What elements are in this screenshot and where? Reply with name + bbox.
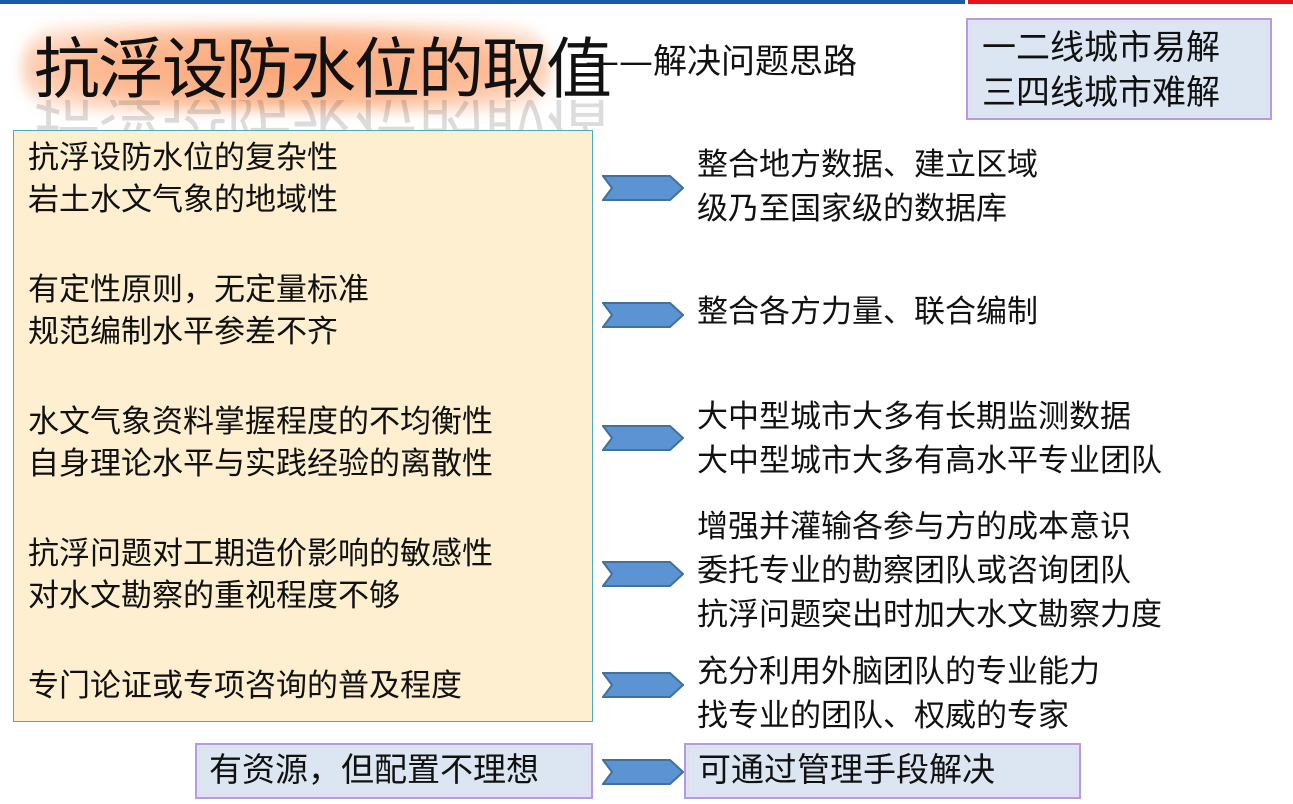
chevron-arrow-icon [602, 175, 684, 201]
issue-item: 水文气象资料掌握程度的不均衡性 自身理论水平与实践经验的离散性 [28, 401, 493, 485]
solution-line: 委托专业的勘察团队或咨询团队 [697, 553, 1131, 589]
city-note-line-2: 三四线城市难解 [982, 73, 1220, 113]
issue-line: 有定性原则，无定量标准 [28, 272, 369, 308]
city-note-line-1: 一二线城市易解 [982, 28, 1220, 68]
issues-box: 抗浮设防水位的复杂性 岩土水文气象的地域性 有定性原则，无定量标准 规范编制水平… [13, 130, 593, 722]
resource-problem-box: 有资源，但配置不理想 [195, 743, 593, 799]
resource-problem-text: 有资源，但配置不理想 [209, 750, 539, 789]
issue-item: 专门论证或专项咨询的普及程度 [28, 665, 462, 707]
top-bar-blue [0, 0, 965, 4]
issue-line: 自身理论水平与实践经验的离散性 [28, 446, 493, 482]
solution-line: 充分利用外脑团队的专业能力 [697, 654, 1100, 690]
solution-line: 大中型城市大多有长期监测数据 [697, 399, 1131, 435]
solution-line: 整合各方力量、联合编制 [697, 294, 1038, 330]
issue-line: 专门论证或专项咨询的普及程度 [28, 668, 462, 704]
solution-line: 级乃至国家级的数据库 [697, 191, 1007, 227]
solution-item: 整合各方力量、联合编制 [697, 290, 1038, 334]
chevron-arrow-icon [602, 425, 684, 451]
management-solution-text: 可通过管理手段解决 [698, 750, 995, 789]
issue-line: 对水文勘察的重视程度不够 [28, 578, 400, 614]
issue-line: 规范编制水平参差不齐 [28, 314, 338, 350]
solution-item: 增强并灌输各参与方的成本意识 委托专业的勘察团队或咨询团队 抗浮问题突出时加大水… [697, 505, 1162, 637]
issue-line: 抗浮问题对工期造价影响的敏感性 [28, 536, 493, 572]
top-bar-red [968, 0, 1293, 4]
title-reflection: 抗浮设防水位的取值 [34, 100, 610, 130]
issue-line: 抗浮设防水位的复杂性 [28, 140, 338, 176]
page-title: 抗浮设防水位的取值 [34, 31, 612, 108]
solution-item: 充分利用外脑团队的专业能力 找专业的团队、权威的专家 [697, 650, 1100, 738]
solution-line: 找专业的团队、权威的专家 [697, 698, 1069, 734]
city-note-box: 一二线城市易解 三四线城市难解 [966, 18, 1272, 120]
solution-line: 大中型城市大多有高水平专业团队 [697, 443, 1162, 479]
title-glow [22, 24, 550, 112]
chevron-arrow-icon [602, 561, 684, 587]
solution-line: 抗浮问题突出时加大水文勘察力度 [697, 597, 1162, 633]
title-block: 抗浮设防水位的取值 [22, 18, 612, 118]
issue-item: 抗浮问题对工期造价影响的敏感性 对水文勘察的重视程度不够 [28, 533, 493, 617]
chevron-arrow-icon [602, 302, 684, 328]
chevron-arrow-icon [602, 759, 684, 785]
issue-item: 有定性原则，无定量标准 规范编制水平参差不齐 [28, 269, 369, 353]
solution-item: 整合地方数据、建立区域 级乃至国家级的数据库 [697, 143, 1038, 231]
page-subtitle: ——解决问题思路 [585, 42, 857, 82]
issue-line: 岩土水文气象的地域性 [28, 182, 338, 218]
solution-line: 增强并灌输各参与方的成本意识 [697, 509, 1131, 545]
solution-item: 大中型城市大多有长期监测数据 大中型城市大多有高水平专业团队 [697, 395, 1162, 483]
solution-line: 整合地方数据、建立区域 [697, 147, 1038, 183]
issue-item: 抗浮设防水位的复杂性 岩土水文气象的地域性 [28, 137, 338, 221]
issue-line: 水文气象资料掌握程度的不均衡性 [28, 404, 493, 440]
chevron-arrow-icon [602, 672, 684, 698]
management-solution-box: 可通过管理手段解决 [684, 743, 1081, 799]
